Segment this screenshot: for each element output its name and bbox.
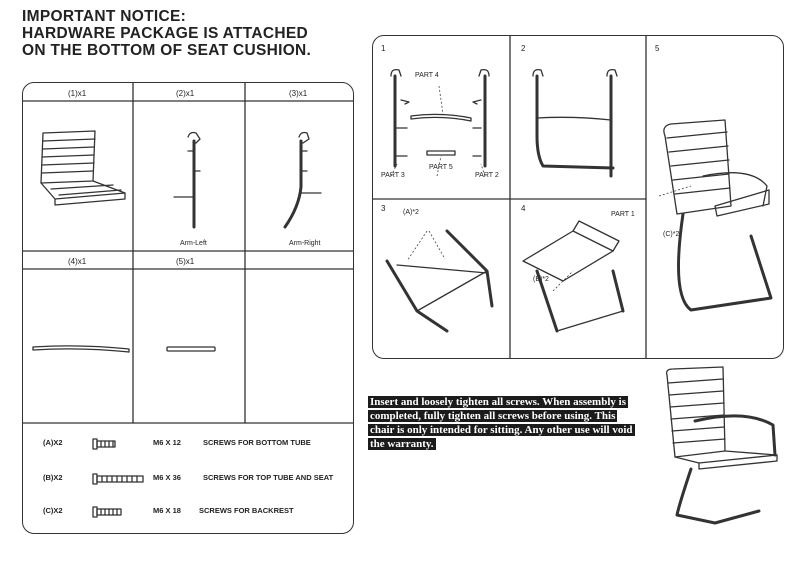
part-3-label: (3)x1: [289, 89, 308, 98]
hardware-size: M6 X 18: [153, 506, 181, 515]
seat-cushion-icon: [40, 130, 126, 206]
arm-left-icon: [173, 131, 201, 229]
hardware-row-a: (A)X2 M6 X 12 SCREWS FOR BOTTOM TUBE: [23, 435, 353, 453]
arm-right-icon: [283, 131, 322, 229]
hardware-desc: SCREWS FOR TOP TUBE AND SEAT: [203, 473, 334, 482]
hardware-row-c: (C)X2 M6 X 18 SCREWS FOR BACKREST: [23, 503, 353, 521]
hardware-code: (C)X2: [43, 506, 63, 515]
hardware-size: M6 X 12: [153, 438, 181, 447]
step-4-number: 4: [521, 204, 526, 213]
notice-line-3: ON THE BOTTOM OF SEAT CUSHION.: [22, 42, 312, 59]
step-4-diagram: [522, 220, 625, 333]
hardware-code: (A)X2: [43, 438, 63, 447]
step-1-number: 1: [381, 44, 386, 53]
step-3-diagram: [385, 229, 494, 333]
step-5-number: 5: [655, 44, 660, 53]
hardware-size: M6 X 36: [153, 473, 181, 482]
step-5-diagram: [658, 119, 773, 312]
part-1-label: (1)x1: [68, 89, 87, 98]
parts-list-panel: (1)x1 (2)x1 (3)x1 (4)x1 (5)x1 Arm-Left A…: [22, 82, 354, 534]
bottom-tube-icon: [32, 345, 130, 353]
part-2-callout: PART 2: [475, 172, 499, 179]
notice-line-2: HARDWARE PACKAGE IS ATTACHED: [22, 25, 308, 42]
screw-c-callout: (C)*2: [663, 231, 680, 238]
important-notice: IMPORTANT NOTICE: HARDWARE PACKAGE IS AT…: [22, 8, 311, 59]
screw-a-callout: (A)*2: [403, 209, 419, 216]
assembly-warning: Insert and loosely tighten all screws. W…: [368, 395, 636, 451]
step-3-number: 3: [381, 204, 386, 213]
part-5-callout: PART 5: [429, 164, 453, 171]
hardware-code: (B)X2: [43, 473, 63, 482]
screw-b-callout: (B)*2: [533, 276, 549, 283]
part-5-label: (5)x1: [176, 257, 195, 266]
step-2-number: 2: [521, 44, 526, 53]
hardware-desc: SCREWS FOR BACKREST: [199, 506, 294, 515]
steps-grid-lines: [373, 36, 647, 358]
part-1-callout: PART 1: [611, 211, 635, 218]
top-tube-icon: [166, 346, 216, 352]
part-3-callout: PART 3: [381, 172, 405, 179]
screw-a-icon: [92, 438, 116, 450]
screw-b-icon: [92, 473, 144, 485]
hardware-desc: SCREWS FOR BOTTOM TUBE: [203, 438, 311, 447]
arm-right-label: Arm-Right: [289, 240, 321, 247]
notice-line-1: IMPORTANT NOTICE:: [22, 8, 187, 25]
part-2-label: (2)x1: [176, 89, 195, 98]
part-4-callout: PART 4: [415, 72, 439, 79]
parts-grid-lines: [23, 83, 353, 424]
part-4-label: (4)x1: [68, 257, 87, 266]
hardware-row-b: (B)X2 M6 X 36 SCREWS FOR TOP TUBE AND SE…: [23, 470, 353, 488]
step-2-diagram: [532, 68, 618, 178]
warning-text: Insert and loosely tighten all screws. W…: [368, 396, 635, 450]
arm-left-label: Arm-Left: [180, 240, 207, 247]
screw-c-icon: [92, 506, 122, 518]
step-1-diagram: [390, 68, 490, 177]
assembled-chair-icon: [665, 366, 778, 525]
assembly-steps-panel: 1 2 5 3 4 PART 4 PART 5 PART 3 PART 2 (A…: [372, 35, 784, 359]
